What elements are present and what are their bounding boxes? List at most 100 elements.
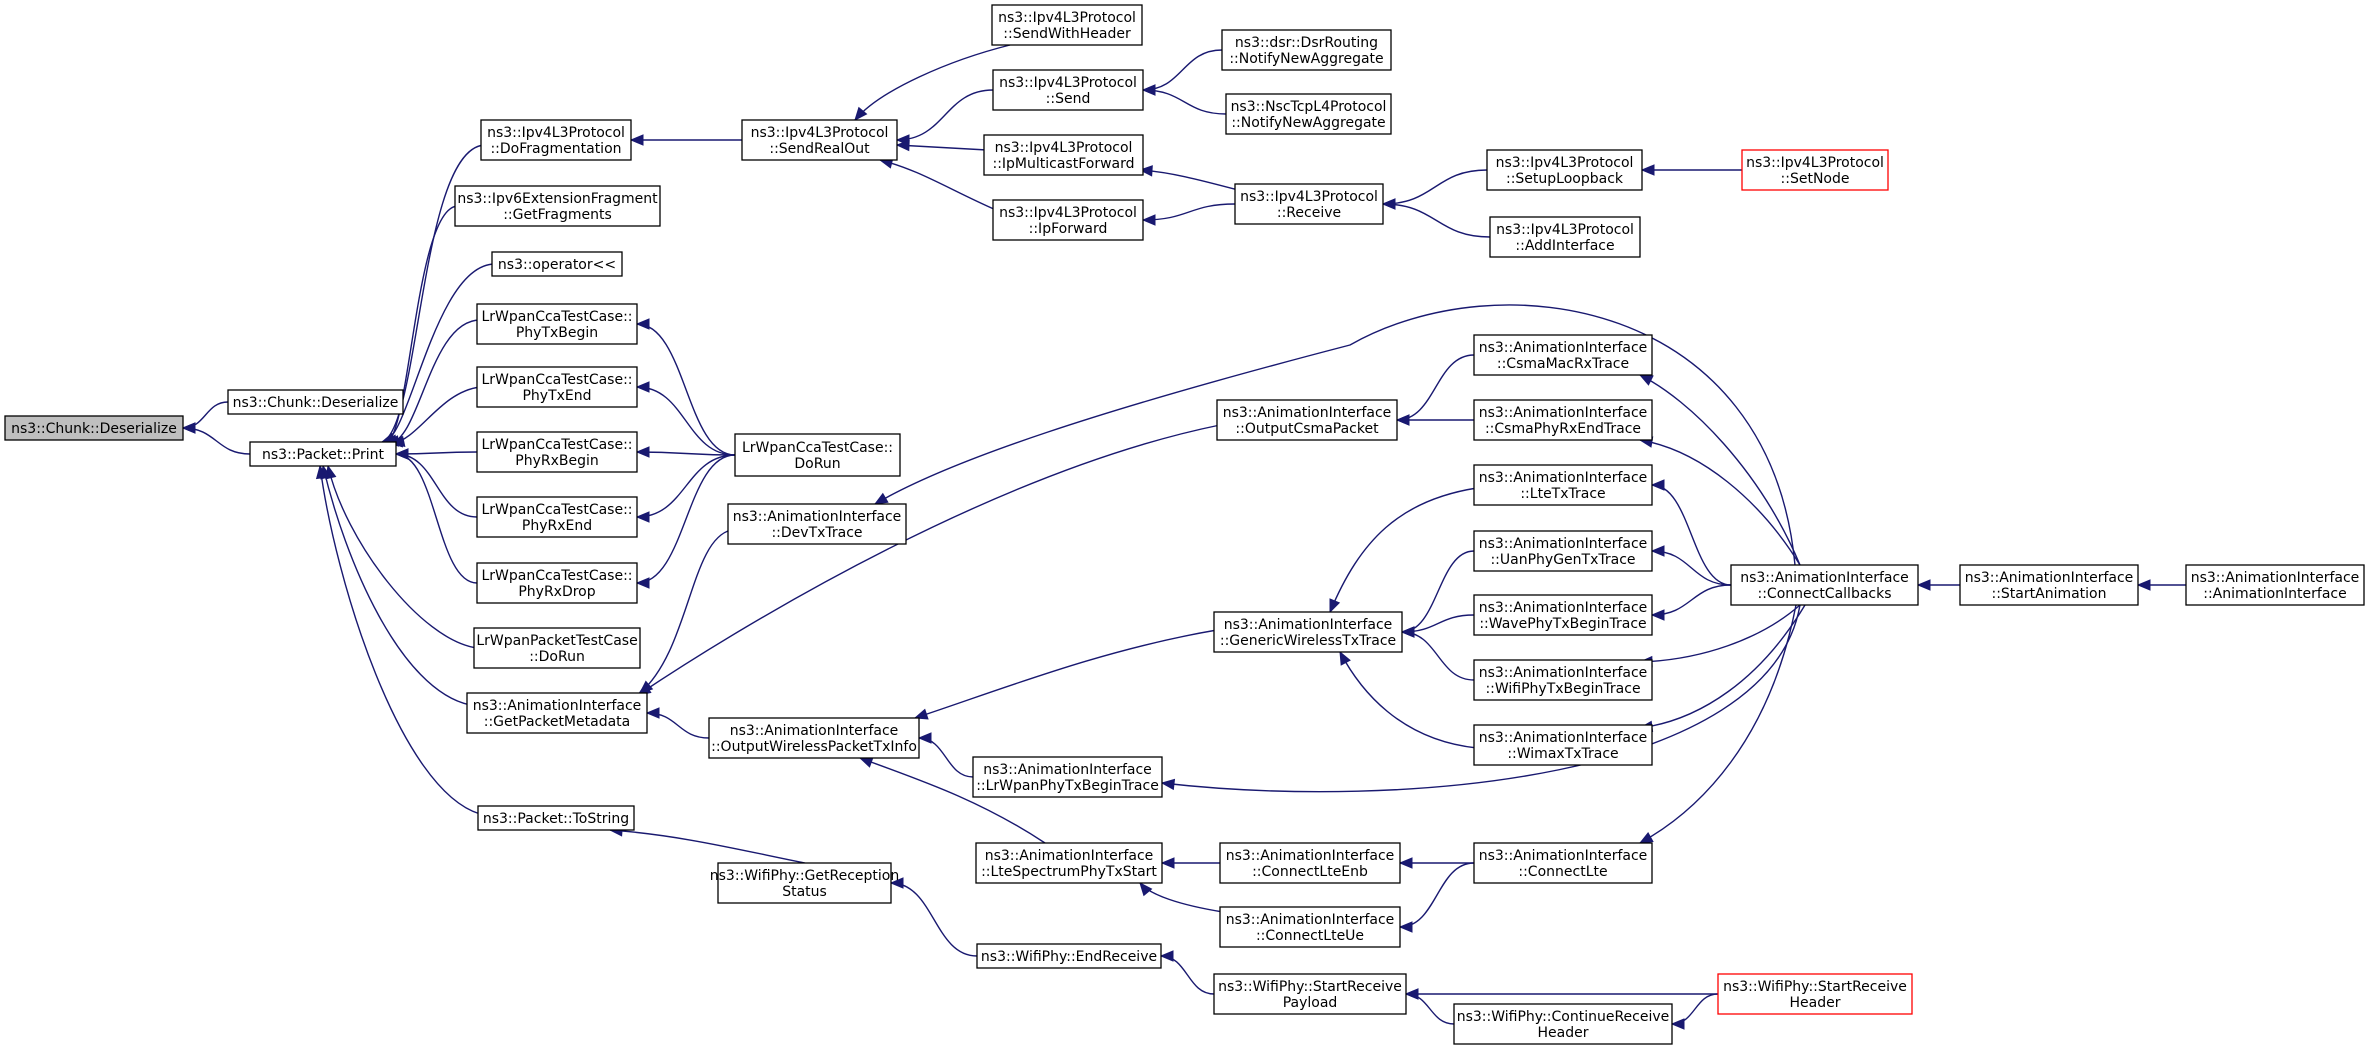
node-conlteenb[interactable]: ns3::AnimationInterface::ConnectLteEnb xyxy=(1219,842,1401,884)
node-sendrealout[interactable]: ns3::Ipv4L3Protocol::SendRealOut xyxy=(741,119,898,161)
arrowhead xyxy=(315,464,328,480)
node-devtx[interactable]: ns3::AnimationInterface::DevTxTrace xyxy=(727,503,907,545)
node-outwireless[interactable]: ns3::AnimationInterface::OutputWirelessP… xyxy=(708,717,920,759)
node-receive[interactable]: ns3::Ipv4L3Protocol::Receive xyxy=(1234,183,1384,225)
node-nsctcp[interactable]: ns3::NscTcpL4Protocol::NotifyNewAggregat… xyxy=(1225,93,1392,135)
node-endreceive[interactable]: ns3::WifiPhy::EndReceive xyxy=(976,943,1162,969)
arrowhead xyxy=(873,492,889,505)
node-chunk-des[interactable]: ns3::Chunk::Deserialize xyxy=(4,415,184,441)
node-setnode[interactable]: ns3::Ipv4L3Protocol::SetNode xyxy=(1741,149,1889,191)
node-label: ns3::AnimationInterface xyxy=(1479,600,1648,616)
node-dofrag[interactable]: ns3::Ipv4L3Protocol::DoFragmentation xyxy=(480,119,632,161)
arrowhead xyxy=(889,877,904,889)
node-csmaphyrx[interactable]: ns3::AnimationInterface::CsmaPhyRxEndTra… xyxy=(1473,399,1653,441)
node-pkt-print[interactable]: ns3::Packet::Print xyxy=(249,441,397,467)
node-wifiphy[interactable]: ns3::AnimationInterface::WifiPhyTxBeginT… xyxy=(1473,659,1653,701)
arrowhead xyxy=(1159,950,1174,962)
node-label: ::IpMulticastForward xyxy=(992,156,1134,172)
node-label: Status xyxy=(782,884,827,900)
arrowhead xyxy=(635,318,650,330)
node-cca-rxbegin[interactable]: LrWpanCcaTestCase::PhyRxBegin xyxy=(476,431,638,473)
node-label: PhyTxEnd xyxy=(522,388,591,404)
edge-animiface-to-startanim xyxy=(2136,579,2186,591)
arrowhead xyxy=(1138,165,1153,177)
node-box xyxy=(1717,973,1913,1015)
node-sendwithheader[interactable]: ns3::Ipv4L3Protocol::SendWithHeader xyxy=(991,4,1143,46)
node-dsr[interactable]: ns3::dsr::DsrRouting::NotifyNewAggregate xyxy=(1221,29,1392,71)
node-label: ::DoFragmentation xyxy=(490,141,621,157)
node-box xyxy=(1221,29,1392,71)
edge-concallbacks-to-devtx xyxy=(873,304,1796,566)
node-send[interactable]: ns3::Ipv4L3Protocol::Send xyxy=(992,69,1144,111)
node-box xyxy=(1473,594,1653,636)
arrowhead xyxy=(635,577,650,589)
node-outcsma[interactable]: ns3::AnimationInterface::OutputCsmaPacke… xyxy=(1216,399,1398,441)
node-cca-rxdrop[interactable]: LrWpanCcaTestCase::PhyRxDrop xyxy=(476,562,638,604)
node-cca-dorun[interactable]: LrWpanCcaTestCase::DoRun xyxy=(734,433,901,477)
arrowhead xyxy=(1670,1018,1685,1030)
edge-concallbacks-to-wimax xyxy=(1638,604,1806,733)
node-conlteue[interactable]: ns3::AnimationInterface::ConnectLteUe xyxy=(1219,906,1401,948)
node-setuploop[interactable]: ns3::Ipv4L3Protocol::SetupLoopback xyxy=(1486,149,1643,191)
node-conlte[interactable]: ns3::AnimationInterface::ConnectLte xyxy=(1473,842,1653,884)
node-concallbacks[interactable]: ns3::AnimationInterface::ConnectCallback… xyxy=(1730,564,1919,606)
node-csmamacrx[interactable]: ns3::AnimationInterface::CsmaMacRxTrace xyxy=(1473,334,1653,376)
node-tostring[interactable]: ns3::Packet::ToString xyxy=(477,805,635,831)
node-animiface[interactable]: ns3::AnimationInterface::AnimationInterf… xyxy=(2185,564,2365,606)
node-getmeta[interactable]: ns3::AnimationInterface::GetPacketMetada… xyxy=(466,692,648,734)
edge-cca-dorun-to-cca-txend xyxy=(635,381,736,456)
edge-ltetx-to-genwireless xyxy=(1329,487,1478,614)
node-label: ns3::AnimationInterface xyxy=(1479,340,1648,356)
node-ipforward[interactable]: ns3::Ipv4L3Protocol::IpForward xyxy=(992,199,1144,241)
node-lrwpantx[interactable]: ns3::AnimationInterface::LrWpanPhyTxBegi… xyxy=(972,756,1163,798)
node-label: ns3::AnimationInterface xyxy=(733,509,902,525)
node-ipmulti[interactable]: ns3::Ipv4L3Protocol::IpMulticastForward xyxy=(983,134,1144,176)
node-ltetx[interactable]: ns3::AnimationInterface::LteTxTrace xyxy=(1473,464,1653,506)
node-uanphy[interactable]: ns3::AnimationInterface::UanPhyGenTxTrac… xyxy=(1473,530,1653,572)
node-label: LrWpanPacketTestCase xyxy=(476,633,637,649)
arrowhead xyxy=(1141,84,1156,96)
node-box xyxy=(1453,1003,1673,1045)
node-label: ::ConnectLteUe xyxy=(1256,928,1364,944)
node-addiface[interactable]: ns3::Ipv4L3Protocol::AddInterface xyxy=(1489,216,1641,258)
node-label: ns3::AnimationInterface xyxy=(1740,570,1909,586)
node-chunk-des2[interactable]: ns3::Chunk::Deserialize xyxy=(227,389,404,415)
node-box xyxy=(975,842,1163,884)
node-label: LrWpanCcaTestCase:: xyxy=(481,568,632,584)
node-label: ns3::Ipv4L3Protocol xyxy=(995,140,1133,156)
node-ltespec[interactable]: ns3::AnimationInterface::LteSpectrumPhyT… xyxy=(975,842,1163,884)
node-label: ns3::Ipv4L3Protocol xyxy=(1746,155,1884,171)
node-genwireless[interactable]: ns3::AnimationInterface::GenericWireless… xyxy=(1213,611,1403,653)
node-label: ::SetNode xyxy=(1781,171,1850,187)
arrowhead xyxy=(1141,214,1156,226)
node-oplt[interactable]: ns3::operator<< xyxy=(491,251,623,277)
node-pkt-test[interactable]: LrWpanPacketTestCase::DoRun xyxy=(473,627,641,669)
arrowhead xyxy=(1650,609,1665,621)
node-box xyxy=(717,862,892,904)
node-label: ::ConnectLte xyxy=(1518,864,1607,880)
edge-ipforward-to-sendrealout xyxy=(878,157,997,211)
edge-nsctcp-to-send xyxy=(1141,84,1227,115)
node-cca-txbegin[interactable]: LrWpanCcaTestCase::PhyTxBegin xyxy=(476,303,638,345)
node-wavephy[interactable]: ns3::AnimationInterface::WavePhyTxBeginT… xyxy=(1473,594,1653,636)
node-startanim[interactable]: ns3::AnimationInterface::StartAnimation xyxy=(1959,564,2139,606)
arrowhead xyxy=(1160,857,1175,869)
arrowhead xyxy=(1139,882,1153,897)
arrowhead xyxy=(645,707,660,719)
node-label: LrWpanCcaTestCase:: xyxy=(481,502,632,518)
node-box xyxy=(1486,149,1643,191)
node-cca-txend[interactable]: LrWpanCcaTestCase::PhyTxEnd xyxy=(476,366,638,408)
node-label: ::NotifyNewAggregate xyxy=(1231,115,1385,131)
node-wimax[interactable]: ns3::AnimationInterface::WimaxTxTrace xyxy=(1473,724,1653,766)
node-cca-rxend[interactable]: LrWpanCcaTestCase::PhyRxEnd xyxy=(476,496,638,538)
node-label: ::Send xyxy=(1046,91,1091,107)
node-ipv6frag[interactable]: ns3::Ipv6ExtensionFragment::GetFragments xyxy=(454,185,661,227)
edge-cca-dorun-to-cca-rxdrop xyxy=(635,454,736,589)
node-label: ::NotifyNewAggregate xyxy=(1229,51,1383,67)
node-box xyxy=(227,389,404,415)
edge-concallbacks-to-csmamacrx xyxy=(1638,374,1801,566)
